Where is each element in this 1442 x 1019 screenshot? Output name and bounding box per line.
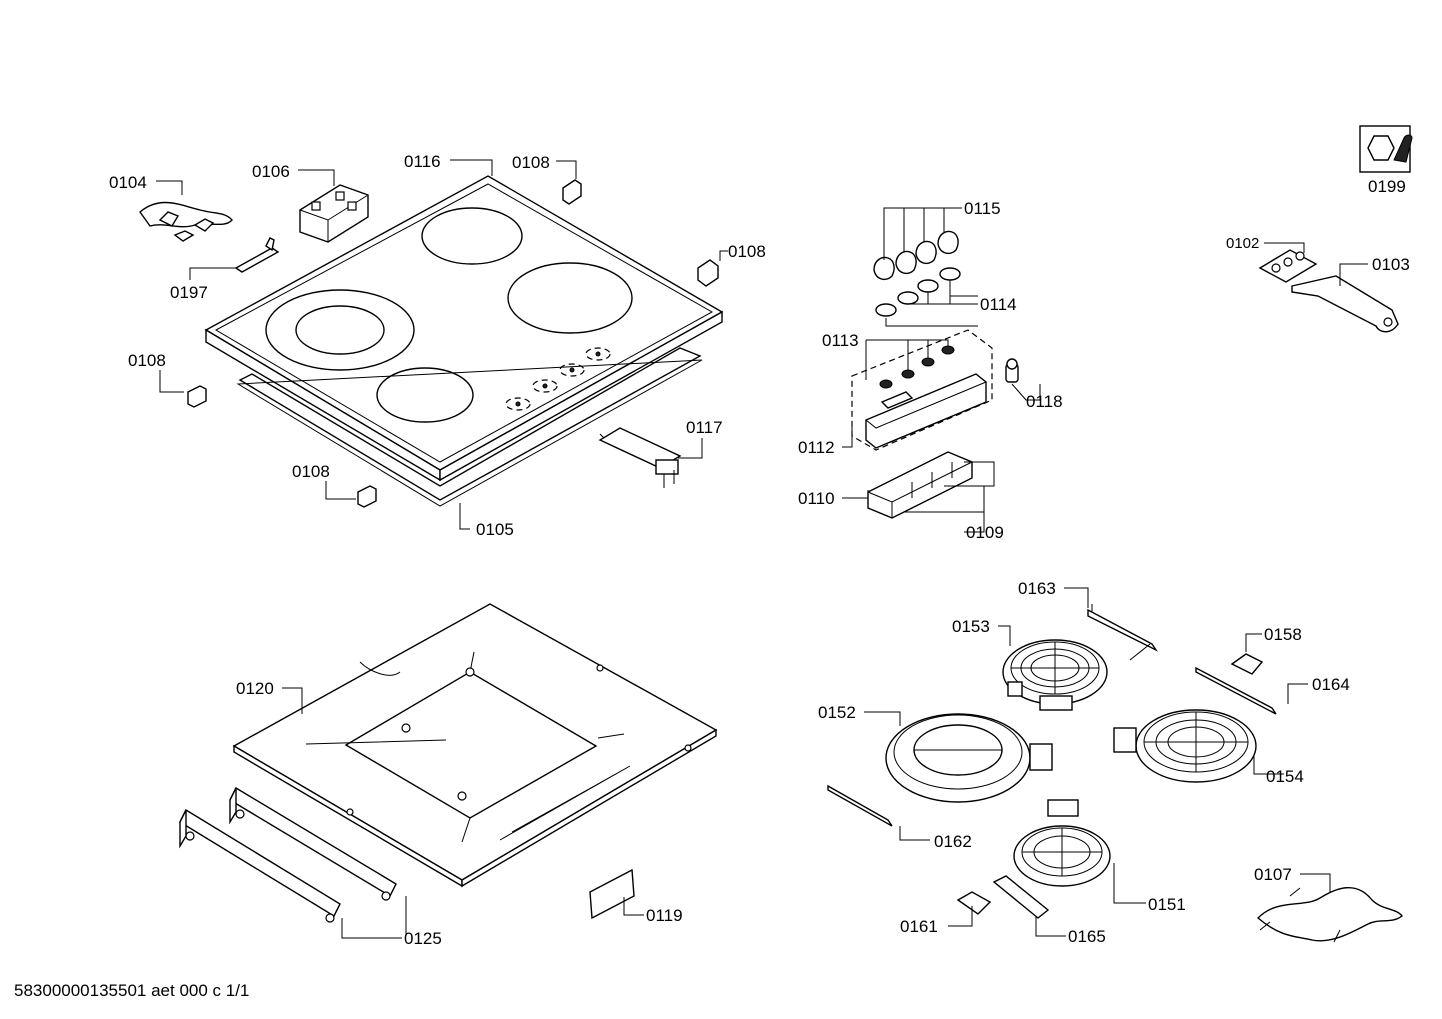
leader-lines [156,159,1368,939]
label-0197: 0197 [170,283,208,302]
part-0117-holder [598,427,682,488]
label-0125: 0125 [404,929,442,948]
label-0199: 0199 [1368,177,1406,196]
label-0117: 0117 [686,418,723,437]
label-0108-left: 0108 [128,351,166,370]
part-0162-bracket [827,784,893,827]
label-0113: 0113 [822,331,859,350]
control-knobs [873,230,961,389]
label-0108-right: 0108 [728,242,766,261]
label-0102: 0102 [1226,235,1259,252]
part-0163-bracket [1087,604,1159,661]
part-0165-plate [992,875,1050,919]
part-0104-connector [139,201,233,242]
document-footer-code: 58300000135501 aet 000 c 1/1 [14,981,250,1000]
label-0164: 0164 [1312,675,1350,694]
hob-glass-top [204,175,724,482]
label-0162: 0162 [934,832,972,851]
part-0164-bracket [1195,666,1277,715]
label-0115: 0115 [964,199,1001,218]
part-0107-cable-harness [1256,886,1403,943]
part-0108-clip-a [562,179,582,205]
label-0109: 0109 [966,523,1004,542]
part-0151-element [1013,799,1111,887]
part-0152-element [885,713,1053,803]
label-0161: 0161 [900,917,938,936]
label-0152: 0152 [818,703,856,722]
label-0105: 0105 [476,520,514,539]
wrench-icon [1359,125,1413,173]
part-0120-base-tray [232,603,718,888]
label-0104: 0104 [109,173,147,192]
label-0153: 0153 [952,617,990,636]
part-0197-bracket [234,237,280,273]
label-0158: 0158 [1264,625,1302,644]
frame-gasket [236,347,703,507]
part-0112-control-panel [851,329,993,451]
label-0108-top: 0108 [512,153,550,172]
part-0102-0103-bracket [1258,249,1399,333]
part-0110-switch-block [867,451,973,519]
label-0107: 0107 [1254,865,1292,884]
label-0165: 0165 [1068,927,1106,946]
label-0119: 0119 [646,906,683,925]
part-0108-clip-b [697,259,719,287]
label-0116: 0116 [404,152,441,171]
part-0153-element [1002,639,1108,711]
part-0108-clip-c [187,385,207,408]
part-0119-rating-plate [589,868,635,920]
part-0161-clip [956,891,992,915]
part-labels: 0104 0106 0116 0108 0108 0197 0108 0117 … [109,152,1410,948]
label-0106: 0106 [252,162,290,181]
part-0118-lamp [1005,358,1019,383]
label-0103: 0103 [1372,255,1410,274]
label-0108-bottom: 0108 [292,462,330,481]
label-0114: 0114 [980,295,1017,314]
label-0110: 0110 [798,489,835,508]
part-0108-clip-d [357,485,377,508]
label-0120: 0120 [236,679,274,698]
label-0112: 0112 [798,438,835,457]
label-0118: 0118 [1026,392,1063,411]
label-0154: 0154 [1266,767,1304,786]
part-0154-element [1113,709,1257,783]
part-0158-clip [1230,653,1264,675]
label-0151: 0151 [1148,895,1186,914]
part-0125-rails [179,787,397,923]
label-0163: 0163 [1018,579,1056,598]
part-0106-terminal-box [299,184,369,243]
